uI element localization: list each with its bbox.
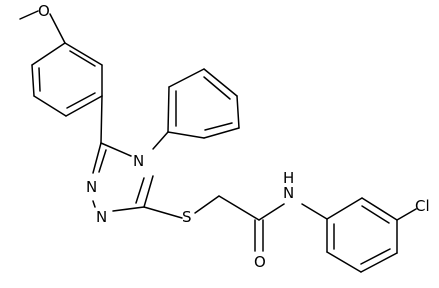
atom-nitrogen-lower: N <box>96 208 107 226</box>
bond-ring-chlorine <box>396 208 417 221</box>
methoxyphenyl-ring <box>31 42 103 117</box>
bond-nitrogen-aryl <box>301 203 328 220</box>
triazole-ring <box>92 142 154 212</box>
phenyl-ring <box>167 68 240 139</box>
atom-oxygen-carbonyl: O <box>254 253 266 271</box>
atom-oxygen-methoxy: O <box>38 2 50 20</box>
bond-aryl-triazole <box>100 95 103 144</box>
bond-oxygen-ring <box>49 13 66 44</box>
chlorophenyl-ring <box>326 197 398 273</box>
bond-triazole-sulfur <box>143 206 183 219</box>
bond-triazole-phenyl <box>152 131 169 150</box>
atom-hydrogen-amide: H <box>283 169 294 187</box>
bond-carbonyl-nitrogen <box>258 203 285 221</box>
bond-sulfur-ch2 <box>194 195 220 214</box>
atom-nitrogen-amide: N <box>283 184 294 202</box>
bond-methyl-oxygen <box>19 10 39 20</box>
atom-nitrogen-upper: N <box>86 178 97 196</box>
bond-ch2-carbonyl <box>218 195 260 221</box>
atom-chlorine: Cl <box>415 197 430 215</box>
atom-nitrogen-phenyl: N <box>133 152 144 170</box>
atom-sulfur: S <box>182 208 192 226</box>
